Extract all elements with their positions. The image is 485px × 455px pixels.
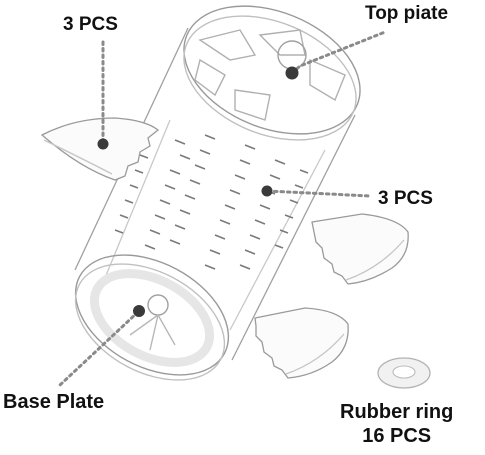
shelf-piece-right-upper: [311, 213, 409, 285]
leader-base-plate: [58, 310, 140, 387]
shelf-piece-right-lower: [254, 307, 349, 379]
marker-shelf-top: [97, 138, 109, 150]
base-plate: [74, 254, 230, 381]
shelf-piece-left: [40, 117, 160, 181]
base-plate-label: Base Plate: [3, 391, 105, 413]
marker-shelf-mid: [261, 185, 273, 197]
top-plate-label: Top piate: [365, 3, 449, 24]
rubber-ring-label: Rubber ring 16 PCS: [340, 400, 453, 448]
rubber-ring-quantity: 16 PCS: [362, 425, 432, 447]
rubber-ring-name: Rubber ring: [340, 401, 454, 423]
shelf-quantity-label-top: 3 PCS: [63, 14, 118, 35]
rubber-ring: [377, 357, 431, 389]
marker-base-plate: [133, 305, 145, 317]
marker-top-plate: [285, 66, 299, 80]
marker-dots: [97, 66, 299, 317]
shelf-quantity-label-mid: 3 PCS: [378, 188, 433, 209]
top-plate: [183, 5, 361, 141]
leader-shelf-mid: [266, 189, 372, 198]
